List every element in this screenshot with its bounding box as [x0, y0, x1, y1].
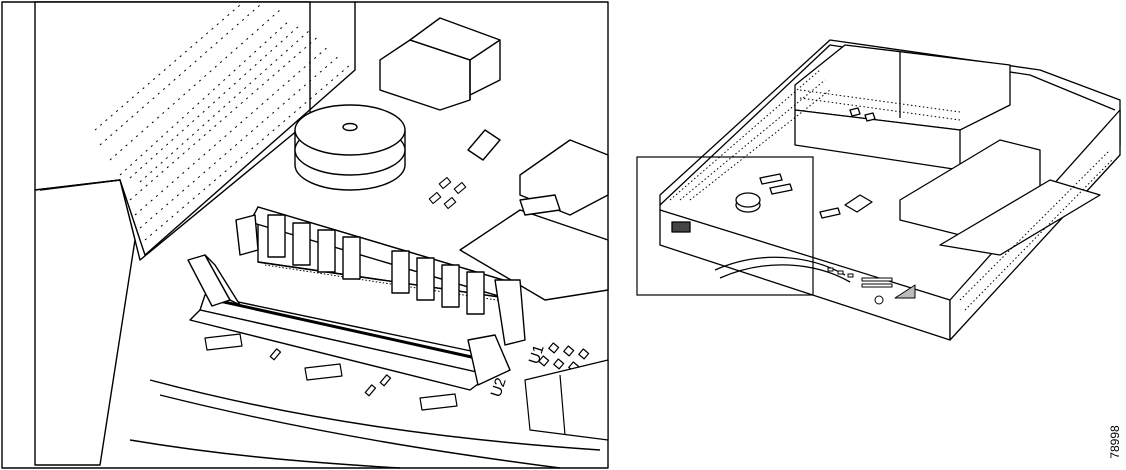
figure-number-text: 78998: [1108, 425, 1122, 459]
rear-panel: [939, 179, 1101, 256]
dimm-latch-left: [235, 214, 259, 256]
slot-latch-right: [467, 334, 511, 386]
dimm-slot: [187, 214, 526, 391]
dimm-latch-right: [494, 279, 526, 346]
label-u1: U1: [526, 343, 548, 367]
dimm-module: [249, 206, 521, 315]
label-u2: U2: [488, 376, 510, 400]
smd-pads: [428, 176, 467, 210]
relay-blocks: [379, 17, 501, 111]
router-overview: [659, 39, 1121, 341]
board-edge: [149, 379, 601, 451]
figure-number: 78998: [1108, 418, 1122, 466]
detail-callout: [636, 156, 814, 296]
vent-holes: [94, 4, 351, 241]
small-resistor: [519, 194, 561, 216]
board-edge-3: [129, 439, 401, 469]
board-pads: [204, 333, 609, 441]
processor-top: [459, 209, 609, 301]
detail-view: [1, 1, 609, 469]
capacitor: [294, 104, 406, 191]
board-edge-2: [159, 394, 561, 469]
front-leds: [827, 267, 916, 305]
chassis-rim: [39, 2, 356, 256]
router-logo: [671, 221, 691, 233]
vent-pattern: [669, 69, 1113, 311]
memory-chips: [267, 214, 485, 315]
board-chip: [844, 194, 873, 213]
small-chip: [467, 129, 501, 161]
